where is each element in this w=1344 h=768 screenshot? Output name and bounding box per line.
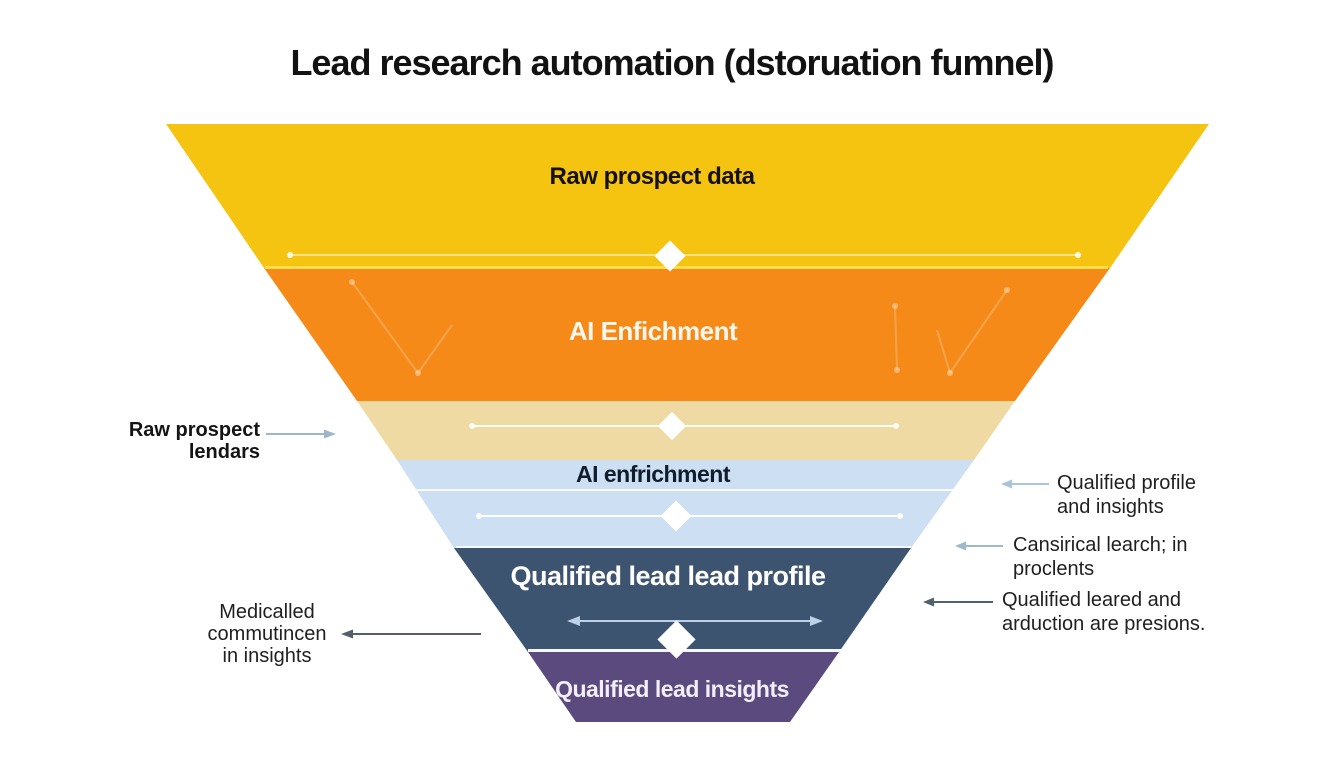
left-arrow-icon — [955, 541, 1003, 551]
yellow-boundary-highlight — [265, 266, 1108, 269]
left-arrow-icon — [1001, 479, 1049, 489]
circuit-decoration — [349, 279, 1010, 376]
double-headed-arrow — [567, 616, 823, 626]
stage-label-qualified-lead-insights: Qualified lead insights — [555, 676, 789, 702]
annotation-cansirical-learch: Cansirical learch; in proclents — [1013, 533, 1188, 581]
connector-arrow-right-3 — [923, 595, 993, 609]
connector-arrow-left-2 — [341, 627, 481, 641]
annotation-line: Qualified profile — [1057, 472, 1196, 494]
annotation-line: Qualified leared and — [1002, 589, 1182, 611]
left-arrow-icon — [923, 597, 993, 607]
annotation-line: Raw prospect — [128, 419, 260, 441]
annotation-qualified-leared: Qualified leared and arduction are presi… — [1002, 588, 1205, 636]
annotation-line: lendars — [188, 441, 260, 463]
annotation-line: Medicalled — [219, 601, 315, 623]
annotation-line: proclents — [1013, 558, 1095, 580]
connector-arrow-right-2 — [955, 539, 1003, 553]
annotation-line: and insights — [1057, 496, 1164, 518]
diagram-title: Lead research automation (dstoruation fu… — [290, 42, 1054, 83]
annotation-medicalled-commutincen: Medicalled commutincen in insights — [193, 601, 341, 667]
divider-line-3 — [416, 489, 953, 491]
connector-arrow-right-1 — [1001, 477, 1049, 491]
stage-label-qualified-lead-lead-profile: Qualified lead lead profile — [510, 561, 826, 591]
connector-arrow-left-1 — [266, 427, 336, 441]
funnel-stage-ai-enfrichment: AI enfrichment — [397, 460, 974, 548]
annotation-raw-prospect-lendars: Raw prospect lendars — [60, 419, 260, 463]
funnel-stage-raw-prospect-data: Raw prospect data — [166, 124, 1209, 268]
annotation-line: Cansirical learch; in — [1013, 534, 1188, 556]
stage-label-ai-enfichment: AI Enfichment — [568, 316, 738, 346]
funnel-stage-narrow-band — [357, 401, 1015, 460]
left-arrow-icon — [341, 629, 481, 639]
annotation-line: commutincen — [207, 623, 327, 645]
stage-label-ai-enfrichment: AI enfrichment — [575, 461, 731, 487]
funnel-stage-qualified-lead-insights: Qualified lead insights — [528, 652, 839, 722]
annotation-line: in insights — [222, 645, 312, 667]
stage-label-raw-prospect-data: Raw prospect data — [549, 163, 755, 190]
annotation-qualified-profile-insights: Qualified profile and insights — [1057, 471, 1196, 519]
lightblue-boundary-highlight — [456, 546, 911, 548]
right-arrow-icon — [266, 429, 336, 439]
funnel-stage-ai-enfichment: AI Enfichment — [264, 268, 1110, 401]
annotation-line: arduction are presions. — [1002, 613, 1206, 635]
